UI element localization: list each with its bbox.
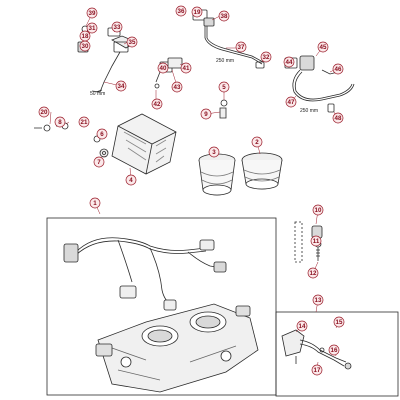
svg-text:21: 21 xyxy=(81,119,88,126)
throttle-body-frame xyxy=(46,217,277,396)
svg-text:30: 30 xyxy=(82,43,89,50)
svg-text:6: 6 xyxy=(100,131,104,138)
callout-c7: 36 xyxy=(175,5,187,17)
svg-text:42: 42 xyxy=(154,101,161,108)
svg-text:2: 2 xyxy=(255,139,259,146)
callout-c2: 31 xyxy=(86,22,98,34)
intake-rubber-left xyxy=(198,153,236,196)
svg-text:1: 1 xyxy=(93,200,97,207)
callout-c11: 40 xyxy=(157,62,169,74)
hose-connector-group xyxy=(154,9,265,89)
wiring-harness xyxy=(63,237,227,311)
callout-c39: 18 xyxy=(79,30,91,42)
throttle-body xyxy=(95,303,259,393)
svg-text:38: 38 xyxy=(221,13,228,20)
svg-text:32: 32 xyxy=(263,54,270,61)
callout-c30: 8 xyxy=(54,116,66,128)
hose-length-label-a: 250 mm xyxy=(216,58,234,64)
svg-text:12: 12 xyxy=(310,270,317,277)
svg-text:45: 45 xyxy=(320,44,327,51)
callout-c28: 5 xyxy=(218,81,230,93)
callout-c17: 46 xyxy=(332,63,344,75)
svg-text:14: 14 xyxy=(299,323,306,330)
svg-text:33: 33 xyxy=(114,24,121,31)
callout-c21: 21 xyxy=(78,116,90,128)
svg-text:36: 36 xyxy=(178,8,185,15)
svg-text:4: 4 xyxy=(129,177,133,184)
callout-c20: 20 xyxy=(38,106,50,118)
svg-text:41: 41 xyxy=(183,65,190,72)
svg-text:3: 3 xyxy=(212,149,216,156)
svg-text:8: 8 xyxy=(58,119,62,126)
svg-text:39: 39 xyxy=(89,10,96,17)
svg-text:47: 47 xyxy=(288,99,295,106)
svg-text:40: 40 xyxy=(160,65,167,72)
callout-c29: 9 xyxy=(200,108,212,120)
callout-c35: 14 xyxy=(296,320,308,332)
callout-c23: 7 xyxy=(93,156,105,168)
idle-valve xyxy=(281,329,352,370)
callout-c31: 10 xyxy=(312,204,324,216)
callout-c27: 2 xyxy=(251,136,263,148)
svg-text:7: 7 xyxy=(97,159,101,166)
callout-c16: 45 xyxy=(317,41,329,53)
svg-text:11: 11 xyxy=(313,238,320,245)
callout-c38: 17 xyxy=(311,364,323,376)
callout-c25: 4 xyxy=(125,174,137,186)
control-unit xyxy=(34,113,177,175)
callout-c8: 38 xyxy=(218,10,230,22)
callout-c26: 3 xyxy=(208,146,220,158)
svg-text:13: 13 xyxy=(315,297,322,304)
svg-text:46: 46 xyxy=(335,66,342,73)
callout-c22: 6 xyxy=(96,128,108,140)
svg-text:18: 18 xyxy=(82,33,89,40)
svg-text:16: 16 xyxy=(331,347,338,354)
svg-text:5: 5 xyxy=(222,84,226,91)
callout-c36: 15 xyxy=(333,316,345,328)
svg-text:15: 15 xyxy=(336,319,343,326)
callout-c32: 11 xyxy=(310,235,322,247)
svg-text:9: 9 xyxy=(204,111,208,118)
callout-c9: 37 xyxy=(235,41,247,53)
svg-text:10: 10 xyxy=(315,207,322,214)
svg-text:48: 48 xyxy=(335,115,342,122)
intake-rubber-right xyxy=(241,152,283,190)
callout-c6: 34 xyxy=(115,80,127,92)
callout-c19: 48 xyxy=(332,112,344,124)
callout-c15: 44 xyxy=(283,56,295,68)
callout-c40: 19 xyxy=(191,6,203,18)
callout-c1: 39 xyxy=(86,7,98,19)
svg-text:35: 35 xyxy=(129,39,136,46)
hose-length-label-b: 250 mm xyxy=(300,108,318,114)
callout-c12: 41 xyxy=(180,62,192,74)
callout-c34: 13 xyxy=(312,294,324,306)
svg-text:17: 17 xyxy=(314,367,321,374)
callout-c13: 42 xyxy=(151,98,163,110)
svg-text:19: 19 xyxy=(194,9,201,16)
svg-text:20: 20 xyxy=(41,109,48,116)
callout-c14: 43 xyxy=(171,81,183,93)
callout-c3: 30 xyxy=(79,40,91,52)
svg-text:44: 44 xyxy=(286,59,293,66)
svg-text:31: 31 xyxy=(89,25,96,32)
callout-c37: 16 xyxy=(328,344,340,356)
svg-text:34: 34 xyxy=(118,83,125,90)
svg-text:37: 37 xyxy=(238,44,245,51)
callout-c24: 1 xyxy=(89,197,101,209)
sensor-length-label: 50 mm xyxy=(90,91,105,97)
callout-c33: 12 xyxy=(307,267,319,279)
svg-text:43: 43 xyxy=(174,84,181,91)
valve-group-frame xyxy=(275,311,399,397)
callout-c5: 35 xyxy=(126,36,138,48)
callout-c4: 33 xyxy=(111,21,123,33)
callout-c10: 32 xyxy=(260,51,272,63)
callout-c18: 47 xyxy=(285,96,297,108)
